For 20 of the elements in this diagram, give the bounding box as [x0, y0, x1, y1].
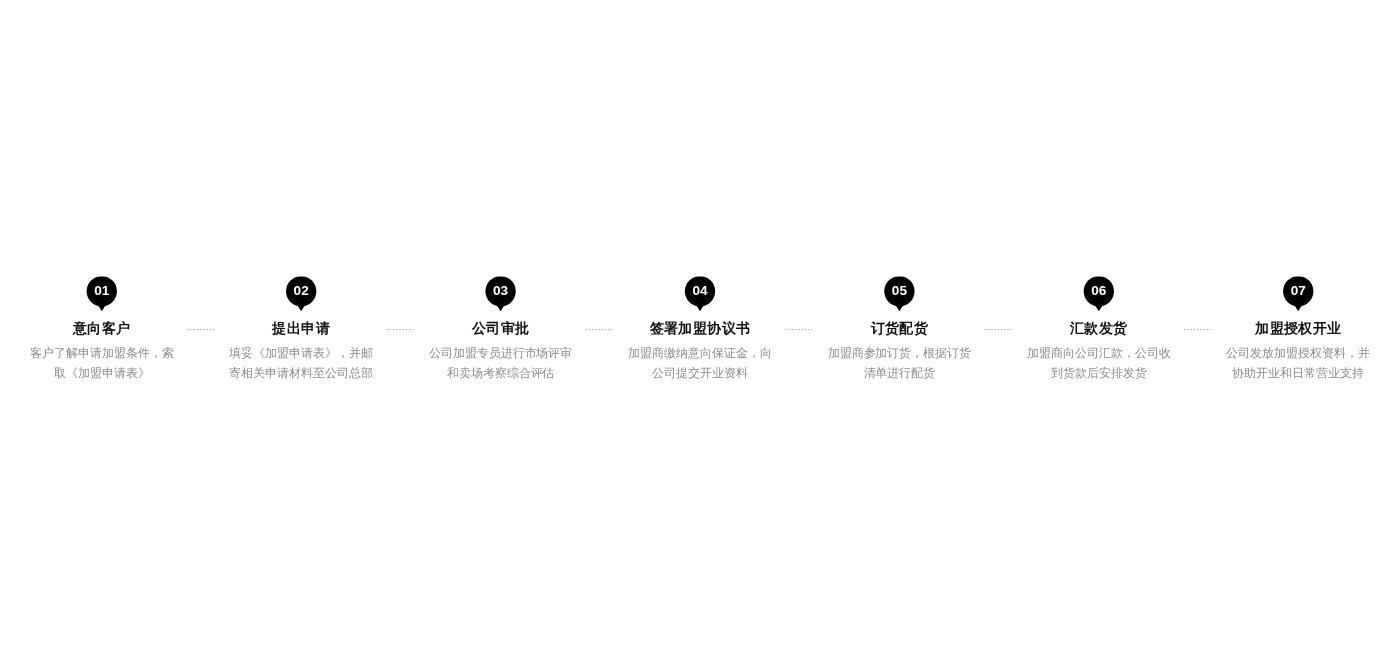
- node-label: 客户了解申请加盟条件，索取《加盟申请表》: [29, 345, 174, 380]
- node-label: 提出申请: [272, 320, 330, 337]
- node-label: 公司审批: [471, 320, 530, 337]
- node-label: 公司发放加盟授权资料，并协助开业和日常营业支持: [1226, 345, 1371, 380]
- connector: [1183, 329, 1214, 331]
- connector: [386, 329, 416, 331]
- node-label: 签署加盟协议书: [649, 320, 751, 337]
- node-label: 订货配货: [870, 320, 929, 337]
- node-label: 加盟授权开业: [1255, 320, 1342, 337]
- node-label: 加盟商向公司汇款，公司收到货款后安排发货: [1027, 345, 1171, 380]
- connector: [784, 329, 815, 331]
- node-label: 汇款发货: [1070, 320, 1128, 337]
- connector: [585, 329, 616, 331]
- node-label: 填妥《加盟申请表》，并邮寄相关申请材料至公司总部: [229, 345, 373, 380]
- node-label: 加盟商缴纳意向保证金，向公司提交开业资料: [628, 345, 772, 380]
- node-label: 公司加盟专员进行市场评审和卖场考察综合评估: [428, 345, 573, 380]
- node-label: 意向客户: [73, 320, 131, 337]
- node-label: 加盟商参加订货，根据订货清单进行配货: [827, 345, 972, 380]
- connector: [186, 329, 217, 331]
- connector: [984, 329, 1014, 331]
